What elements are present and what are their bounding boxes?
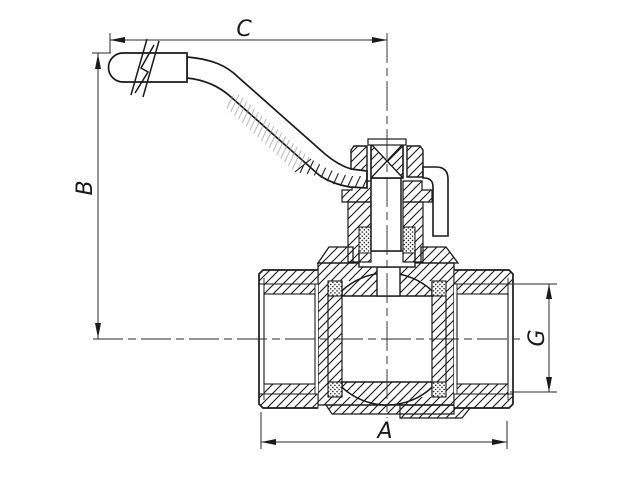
- handle-arm: [186, 56, 368, 189]
- dimension-b: B: [73, 52, 111, 339]
- port-left-hatch-top: [258, 269, 319, 285]
- packing-right: [402, 226, 416, 254]
- dimension-b-label: B: [73, 180, 98, 195]
- dimension-a: A: [260, 412, 508, 449]
- port-left-thread-bottom: [263, 383, 316, 395]
- port-left-hatch-bottom: [258, 393, 319, 409]
- stem-tang: [376, 266, 401, 297]
- port-right: [453, 269, 514, 409]
- port-left-thread-top: [263, 283, 316, 295]
- dimensions: C B A G: [73, 17, 557, 449]
- handle-cut-boundary: [294, 158, 312, 173]
- dim-a-arrow-right: [492, 439, 507, 445]
- handle: [107, 38, 449, 237]
- seat-left-top: [327, 280, 343, 297]
- seat-right-bottom: [431, 381, 447, 398]
- dim-g-arrow-top: [546, 284, 552, 299]
- port-right-hatch-top: [453, 269, 514, 285]
- packing-left: [358, 226, 372, 254]
- dim-b-arrow-top: [95, 54, 101, 69]
- handle-arm-cut-hatch: [295, 159, 367, 188]
- hex-nut-right: [406, 145, 424, 178]
- bonnet-wing-right: [420, 246, 460, 264]
- dim-a-arrow-left: [261, 439, 276, 445]
- stem-column: [370, 177, 402, 252]
- dimension-g-label: G: [525, 329, 550, 346]
- dimension-g: G: [510, 283, 557, 393]
- centerlines: [93, 33, 524, 418]
- dim-c-arrow-left: [110, 37, 125, 43]
- seat-left-bottom: [327, 381, 343, 398]
- port-right-hatch-bottom: [453, 393, 514, 409]
- handle-end-hook: [422, 166, 449, 237]
- dimension-a-label: A: [375, 419, 392, 444]
- port-right-thread-bottom: [456, 383, 509, 395]
- handle-grip: [107, 52, 188, 83]
- seat-right-top: [431, 280, 447, 297]
- dim-c-arrow-right: [372, 37, 387, 43]
- dimension-c-label: C: [236, 17, 252, 42]
- break-symbol: [130, 38, 160, 98]
- gland-right: [402, 180, 433, 203]
- dim-b-arrow-bottom: [95, 323, 101, 338]
- dimension-c: C: [109, 17, 387, 53]
- dim-g-arrow-bottom: [546, 377, 552, 392]
- port-right-thread-top: [456, 283, 509, 295]
- handle-arm-light-hatch: [224, 92, 311, 172]
